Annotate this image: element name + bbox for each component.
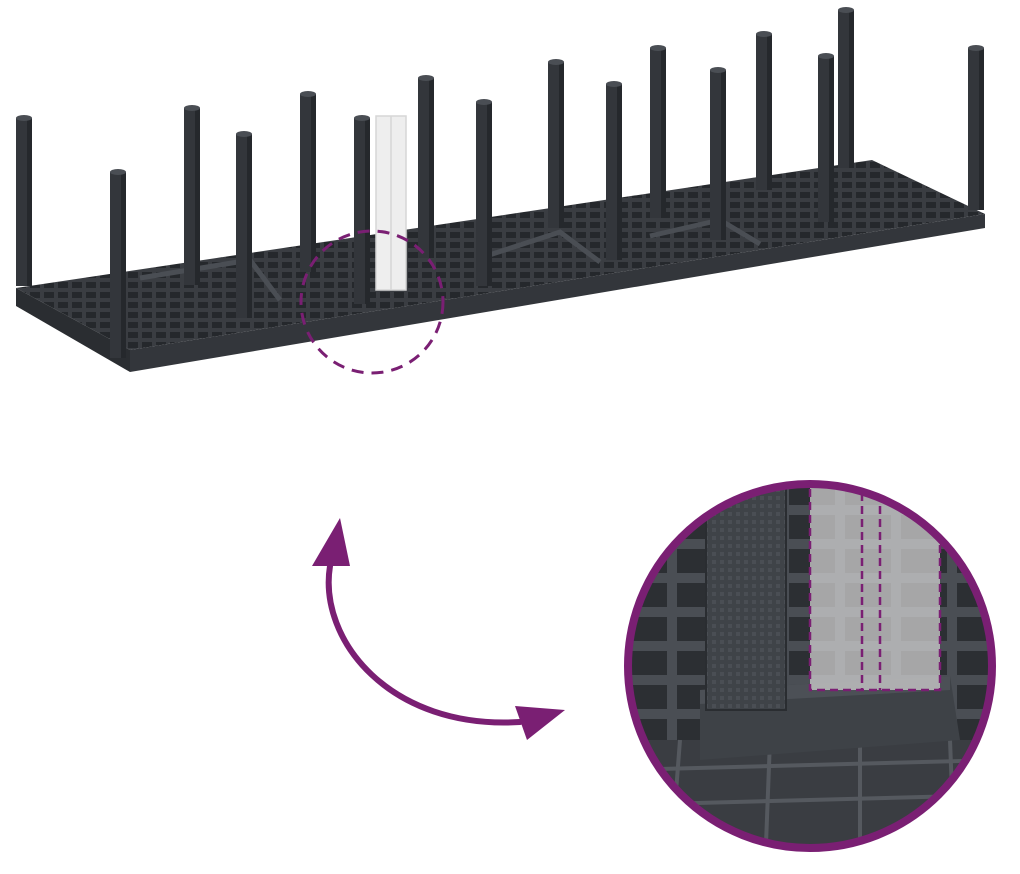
post-shade [979,48,984,210]
post-shade [829,56,834,222]
post-cap [548,59,564,65]
post-shade [767,34,772,190]
post-shade [849,10,854,168]
post-cap [650,45,666,51]
zoomed-post [706,484,786,710]
post-shade [311,94,316,272]
tray-side-edge [130,214,985,372]
tray-surface [16,160,985,350]
post-cap [968,45,984,51]
tray-front-edge [16,288,130,372]
tray-assembly [16,7,985,375]
post-cap [184,105,200,111]
post-cap [300,91,316,97]
post-shade [27,118,32,286]
post-shade [429,78,434,258]
post-shade [195,108,200,285]
zoomed-connector-ghost [810,484,940,690]
dashed-circle-highlight [299,229,445,375]
post-shade [365,118,370,304]
post-shade [661,48,666,218]
connector-post-ghost [375,115,407,291]
post-shade [721,70,726,240]
curved-double-arrow-icon [312,518,565,740]
post-cap [110,169,126,175]
post-cap [838,7,854,13]
post-cap [606,81,622,87]
post-cap [756,31,772,37]
post-shade [247,134,252,318]
post-cap [354,115,370,121]
tray-posts [16,7,984,358]
post-cap [16,115,32,121]
post-cap [710,67,726,73]
post-shade [487,102,492,286]
post-shade [121,172,126,358]
post-cap [476,99,492,105]
post-shade [617,84,622,260]
post-shade [559,62,564,228]
zoom-inset-circle [624,480,996,852]
post-cap [236,131,252,137]
post-cap [818,53,834,59]
post-cap [418,75,434,81]
